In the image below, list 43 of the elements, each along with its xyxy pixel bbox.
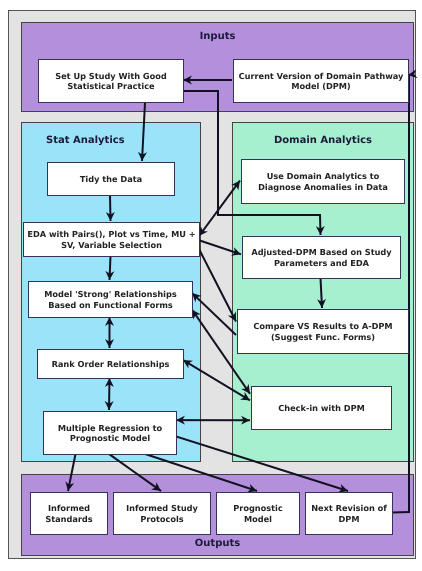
arrow bbox=[183, 90, 325, 236]
arrow bbox=[108, 453, 162, 492]
double-arrow bbox=[104, 378, 114, 410]
process-box: Compare VS Results to A-DPM (Suggest Func. Forms) bbox=[237, 309, 409, 354]
group-panel bbox=[21, 122, 201, 462]
process-box: Next Revision of DPM bbox=[305, 492, 393, 535]
arrow bbox=[106, 194, 115, 222]
group-title: Inputs bbox=[200, 31, 236, 42]
process-box: Informed Standards bbox=[30, 492, 108, 535]
double-arrow bbox=[191, 309, 251, 394]
arrow bbox=[191, 292, 237, 336]
process-box: Informed Study Protocols bbox=[113, 492, 211, 535]
arrow bbox=[65, 454, 76, 492]
double-arrow bbox=[198, 180, 241, 237]
arrow bbox=[144, 453, 258, 492]
process-box: Tidy the Data bbox=[47, 162, 175, 196]
arrow bbox=[138, 102, 147, 162]
group-title: Stat Analytics bbox=[46, 135, 125, 146]
process-box: Adjusted-DPM Based on Study Parameters and EDA bbox=[242, 236, 401, 279]
arrow bbox=[392, 69, 418, 514]
arrow bbox=[317, 278, 326, 308]
group-title: Outputs bbox=[194, 538, 240, 549]
process-box: Multiple Regression to Prognostic Model bbox=[43, 411, 177, 455]
process-box: Set Up Study With Good Statistical Practice bbox=[38, 59, 184, 103]
group-panel bbox=[21, 22, 414, 112]
group-title: Domain Analytics bbox=[274, 135, 372, 146]
arrow bbox=[176, 435, 348, 493]
arrow bbox=[198, 248, 237, 322]
double-arrow bbox=[176, 416, 250, 425]
process-box: Current Version of Domain Pathway Model (DPM) bbox=[233, 59, 409, 103]
arrow bbox=[105, 256, 114, 280]
double-arrow bbox=[105, 317, 114, 348]
process-box: EDA with Pairs(), Plot vs Time, MU + SV, Variable Selection bbox=[23, 222, 200, 257]
arrow bbox=[198, 239, 242, 256]
arrow bbox=[183, 76, 232, 84]
process-box: Rank Order Relationships bbox=[37, 349, 184, 379]
double-arrow bbox=[182, 359, 251, 402]
process-box: Model 'Strong' Relationships Based on Functional Forms bbox=[28, 281, 193, 318]
process-box: Use Domain Analytics to Diagnose Anomalies in Data bbox=[241, 159, 405, 204]
process-box: Prognostic Model bbox=[216, 492, 300, 535]
process-box: Check-in with DPM bbox=[251, 386, 392, 430]
group-panel bbox=[21, 474, 414, 556]
group-panel bbox=[232, 122, 414, 462]
